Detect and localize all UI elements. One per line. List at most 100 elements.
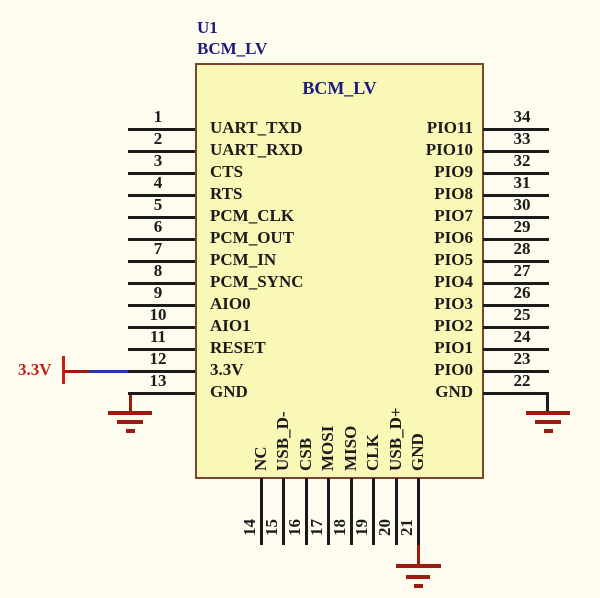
pin-number-18: 18 [330,519,349,536]
pin-label-PIO11: PIO11 [426,118,473,137]
ground-stem-left[interactable] [129,393,132,412]
pin-line-20[interactable] [395,478,398,545]
pin-number-32: 32 [513,151,531,170]
pin-label-PIO4: PIO4 [434,272,473,291]
pin-line-15[interactable] [282,478,285,545]
pin-line-25[interactable] [483,326,549,329]
pin-line-11[interactable] [128,348,195,351]
pin-line-4[interactable] [128,194,195,197]
ground-bar [396,564,441,568]
ground-stem-bottom[interactable] [417,545,420,565]
pin-number-21: 21 [397,519,416,536]
pin-line-1[interactable] [128,128,195,131]
pin-line-22[interactable] [483,392,549,395]
pin-line-18[interactable] [350,478,353,545]
pin-line-19[interactable] [372,478,375,545]
pin-label-GND: GND [435,382,473,401]
pin-label-GND: GND [210,382,248,401]
pin-number-25: 25 [513,305,531,324]
pin-number-26: 26 [513,283,531,302]
pin-number-24: 24 [513,327,531,346]
pin-number-10: 10 [149,305,167,324]
pin-line-10[interactable] [128,326,195,329]
pin-label-PIO9: PIO9 [434,162,473,181]
pin-label-PIO2: PIO2 [434,316,473,335]
pin-line-14[interactable] [260,478,263,545]
pin-label-UART_RXD: UART_RXD [210,140,303,159]
pin-line-29[interactable] [483,238,549,241]
pin-label-CSB: CSB [296,437,315,471]
pin-number-29: 29 [513,217,531,236]
pin-number-33: 33 [513,129,531,148]
component-refdes: U1 [197,18,218,37]
pin-line-28[interactable] [483,260,549,263]
pin-number-28: 28 [513,239,531,258]
pin-label-PIO6: PIO6 [434,228,473,247]
power-port-tick-icon [62,356,65,384]
pin-label-PIO1: PIO1 [434,338,473,357]
pin-number-12: 12 [149,349,167,368]
pin-label-PIO8: PIO8 [434,184,473,203]
pin-line-8[interactable] [128,282,195,285]
ground-bar [117,420,143,424]
pin-label-AIO0: AIO0 [210,294,251,313]
pin-label-PIO0: PIO0 [434,360,473,379]
pin-number-3: 3 [153,151,163,170]
pin-label-AIO1: AIO1 [210,316,251,335]
pin-line-2[interactable] [128,150,195,153]
ground-bar [414,584,423,588]
pin-line-31[interactable] [483,194,549,197]
pin-line-21[interactable] [417,478,420,545]
pin-number-8: 8 [153,261,163,280]
pin-label-MOSI: MOSI [318,425,337,471]
pin-line-9[interactable] [128,304,195,307]
pin-line-7[interactable] [128,260,195,263]
pin-number-23: 23 [513,349,531,368]
pin-number-15: 15 [262,519,281,536]
pin-number-16: 16 [285,519,304,536]
pin-line-16[interactable] [305,478,308,545]
pin-number-31: 31 [513,173,531,192]
pin-line-27[interactable] [483,282,549,285]
pin-line-12[interactable] [128,370,195,373]
pin-line-24[interactable] [483,348,549,351]
ground-bar [406,575,430,579]
pin-number-19: 19 [352,519,371,536]
pin-line-26[interactable] [483,304,549,307]
pin-label-PCM_OUT: PCM_OUT [210,228,295,247]
pin-line-32[interactable] [483,172,549,175]
pin-number-5: 5 [153,195,163,214]
pin-line-33[interactable] [483,150,549,153]
pin-line-34[interactable] [483,128,549,131]
pin-number-4: 4 [153,173,163,192]
pin-line-6[interactable] [128,238,195,241]
pin-label-PCM_CLK: PCM_CLK [210,206,295,225]
pin-line-3[interactable] [128,172,195,175]
component-body[interactable] [195,63,484,479]
ground-bar [108,411,152,415]
pin-number-6: 6 [153,217,163,236]
pin-line-13[interactable] [128,392,195,395]
pin-line-23[interactable] [483,370,549,373]
component-title: BCM_LV [302,78,377,98]
power-port-label[interactable]: 3.3V [18,360,52,379]
pin-label-CLK: CLK [363,434,382,471]
pin-label-PIO5: PIO5 [434,250,473,269]
pin-number-22: 22 [513,371,531,390]
pin-label-PCM_SYNC: PCM_SYNC [210,272,304,291]
pin-number-14: 14 [240,519,259,536]
pin-label-USB_D+: USB_D+ [386,407,405,471]
pin-number-7: 7 [153,239,163,258]
pin-label-PIO3: PIO3 [434,294,473,313]
power-wire-red-segment[interactable] [64,370,89,373]
pin-line-30[interactable] [483,216,549,219]
pin-number-20: 20 [375,519,394,536]
pin-label-3.3V: 3.3V [210,360,244,379]
pin-label-RTS: RTS [210,184,243,203]
ground-stem-right[interactable] [546,393,549,412]
pin-label-PCM_IN: PCM_IN [210,250,277,269]
pin-line-17[interactable] [327,478,330,545]
power-wire-blue-segment[interactable] [89,370,129,373]
pin-line-5[interactable] [128,216,195,219]
